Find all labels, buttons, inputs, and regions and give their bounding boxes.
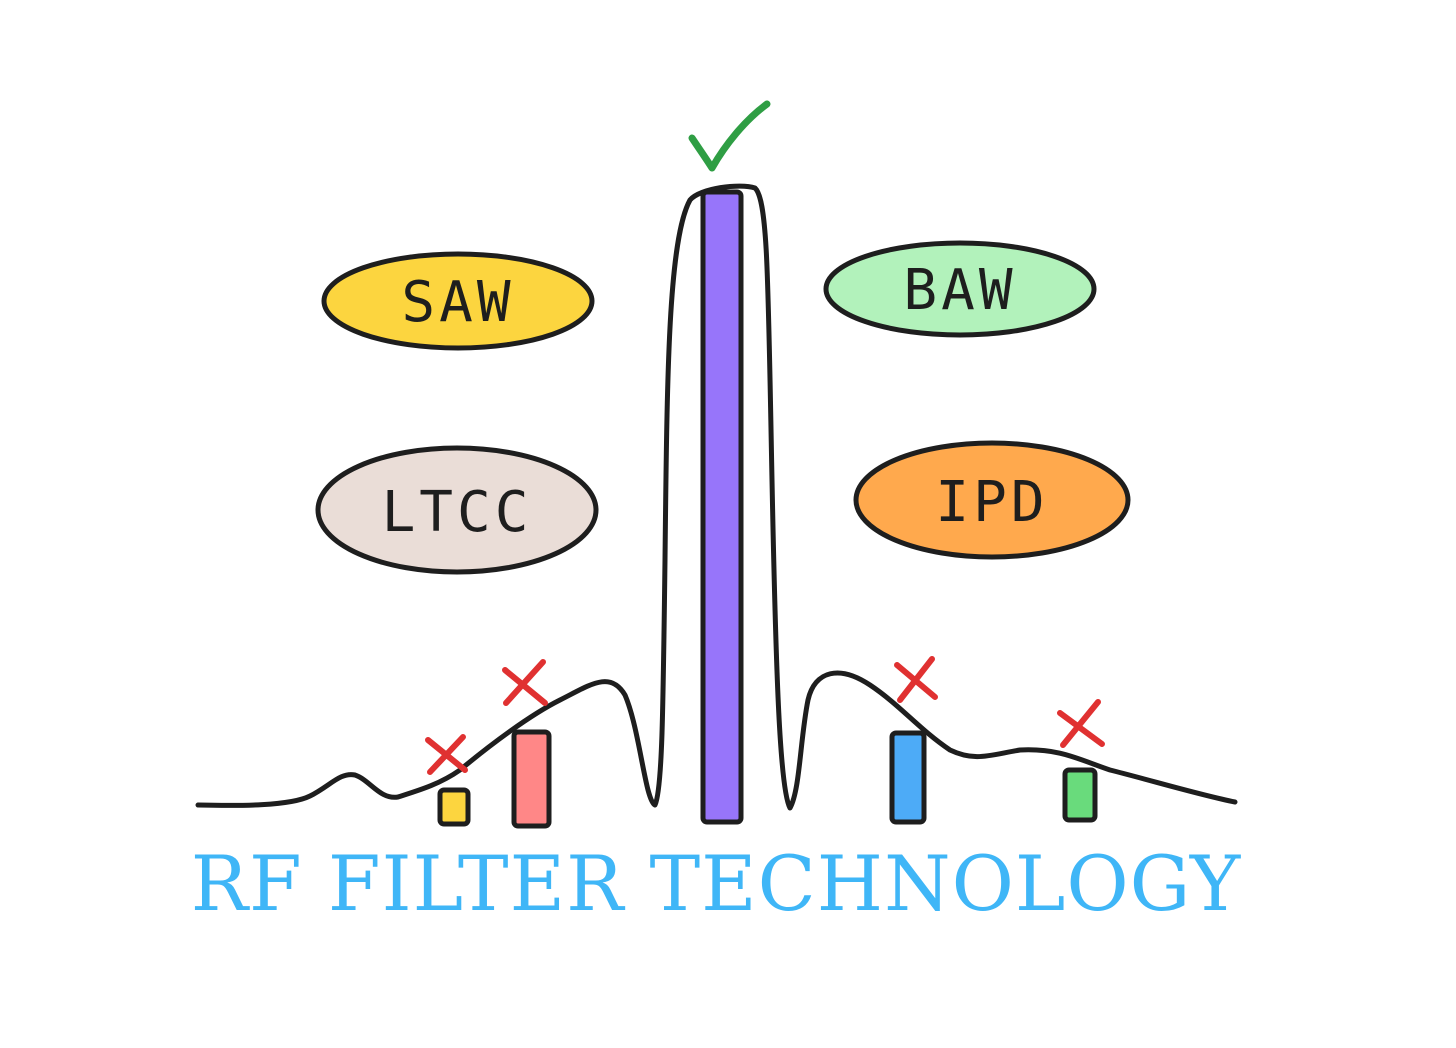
tech-baw: BAW (823, 240, 1097, 338)
bar-green (1062, 767, 1098, 823)
tech-ipd-ellipse (853, 440, 1131, 560)
tech-ltcc-ellipse (315, 445, 599, 575)
bar-red (511, 729, 552, 829)
cross-mark-icon (1057, 699, 1105, 748)
tech-ltcc: LTCC (315, 445, 599, 575)
tech-ipd: IPD (853, 440, 1131, 560)
tech-ipd-label: IPD (935, 470, 1048, 535)
bar-blue (889, 730, 927, 825)
tech-saw-ellipse (321, 251, 595, 351)
page-title: RF FILTER TECHNOLOGY (191, 839, 1241, 928)
tech-ltcc-label: LTCC (382, 480, 533, 545)
bar-purple-selected (700, 189, 744, 825)
check-mark-icon (688, 100, 771, 172)
cross-mark-icon (894, 656, 938, 703)
cross-mark-icon (425, 734, 468, 775)
tech-saw-label: SAW (401, 270, 514, 335)
tech-baw-label: BAW (903, 258, 1016, 323)
cross-mark-icon (502, 659, 548, 706)
bar-yellow (437, 787, 471, 827)
frequency-response-curve (195, 183, 1238, 811)
tech-baw-ellipse (823, 240, 1097, 338)
tech-saw: SAW (321, 251, 595, 351)
